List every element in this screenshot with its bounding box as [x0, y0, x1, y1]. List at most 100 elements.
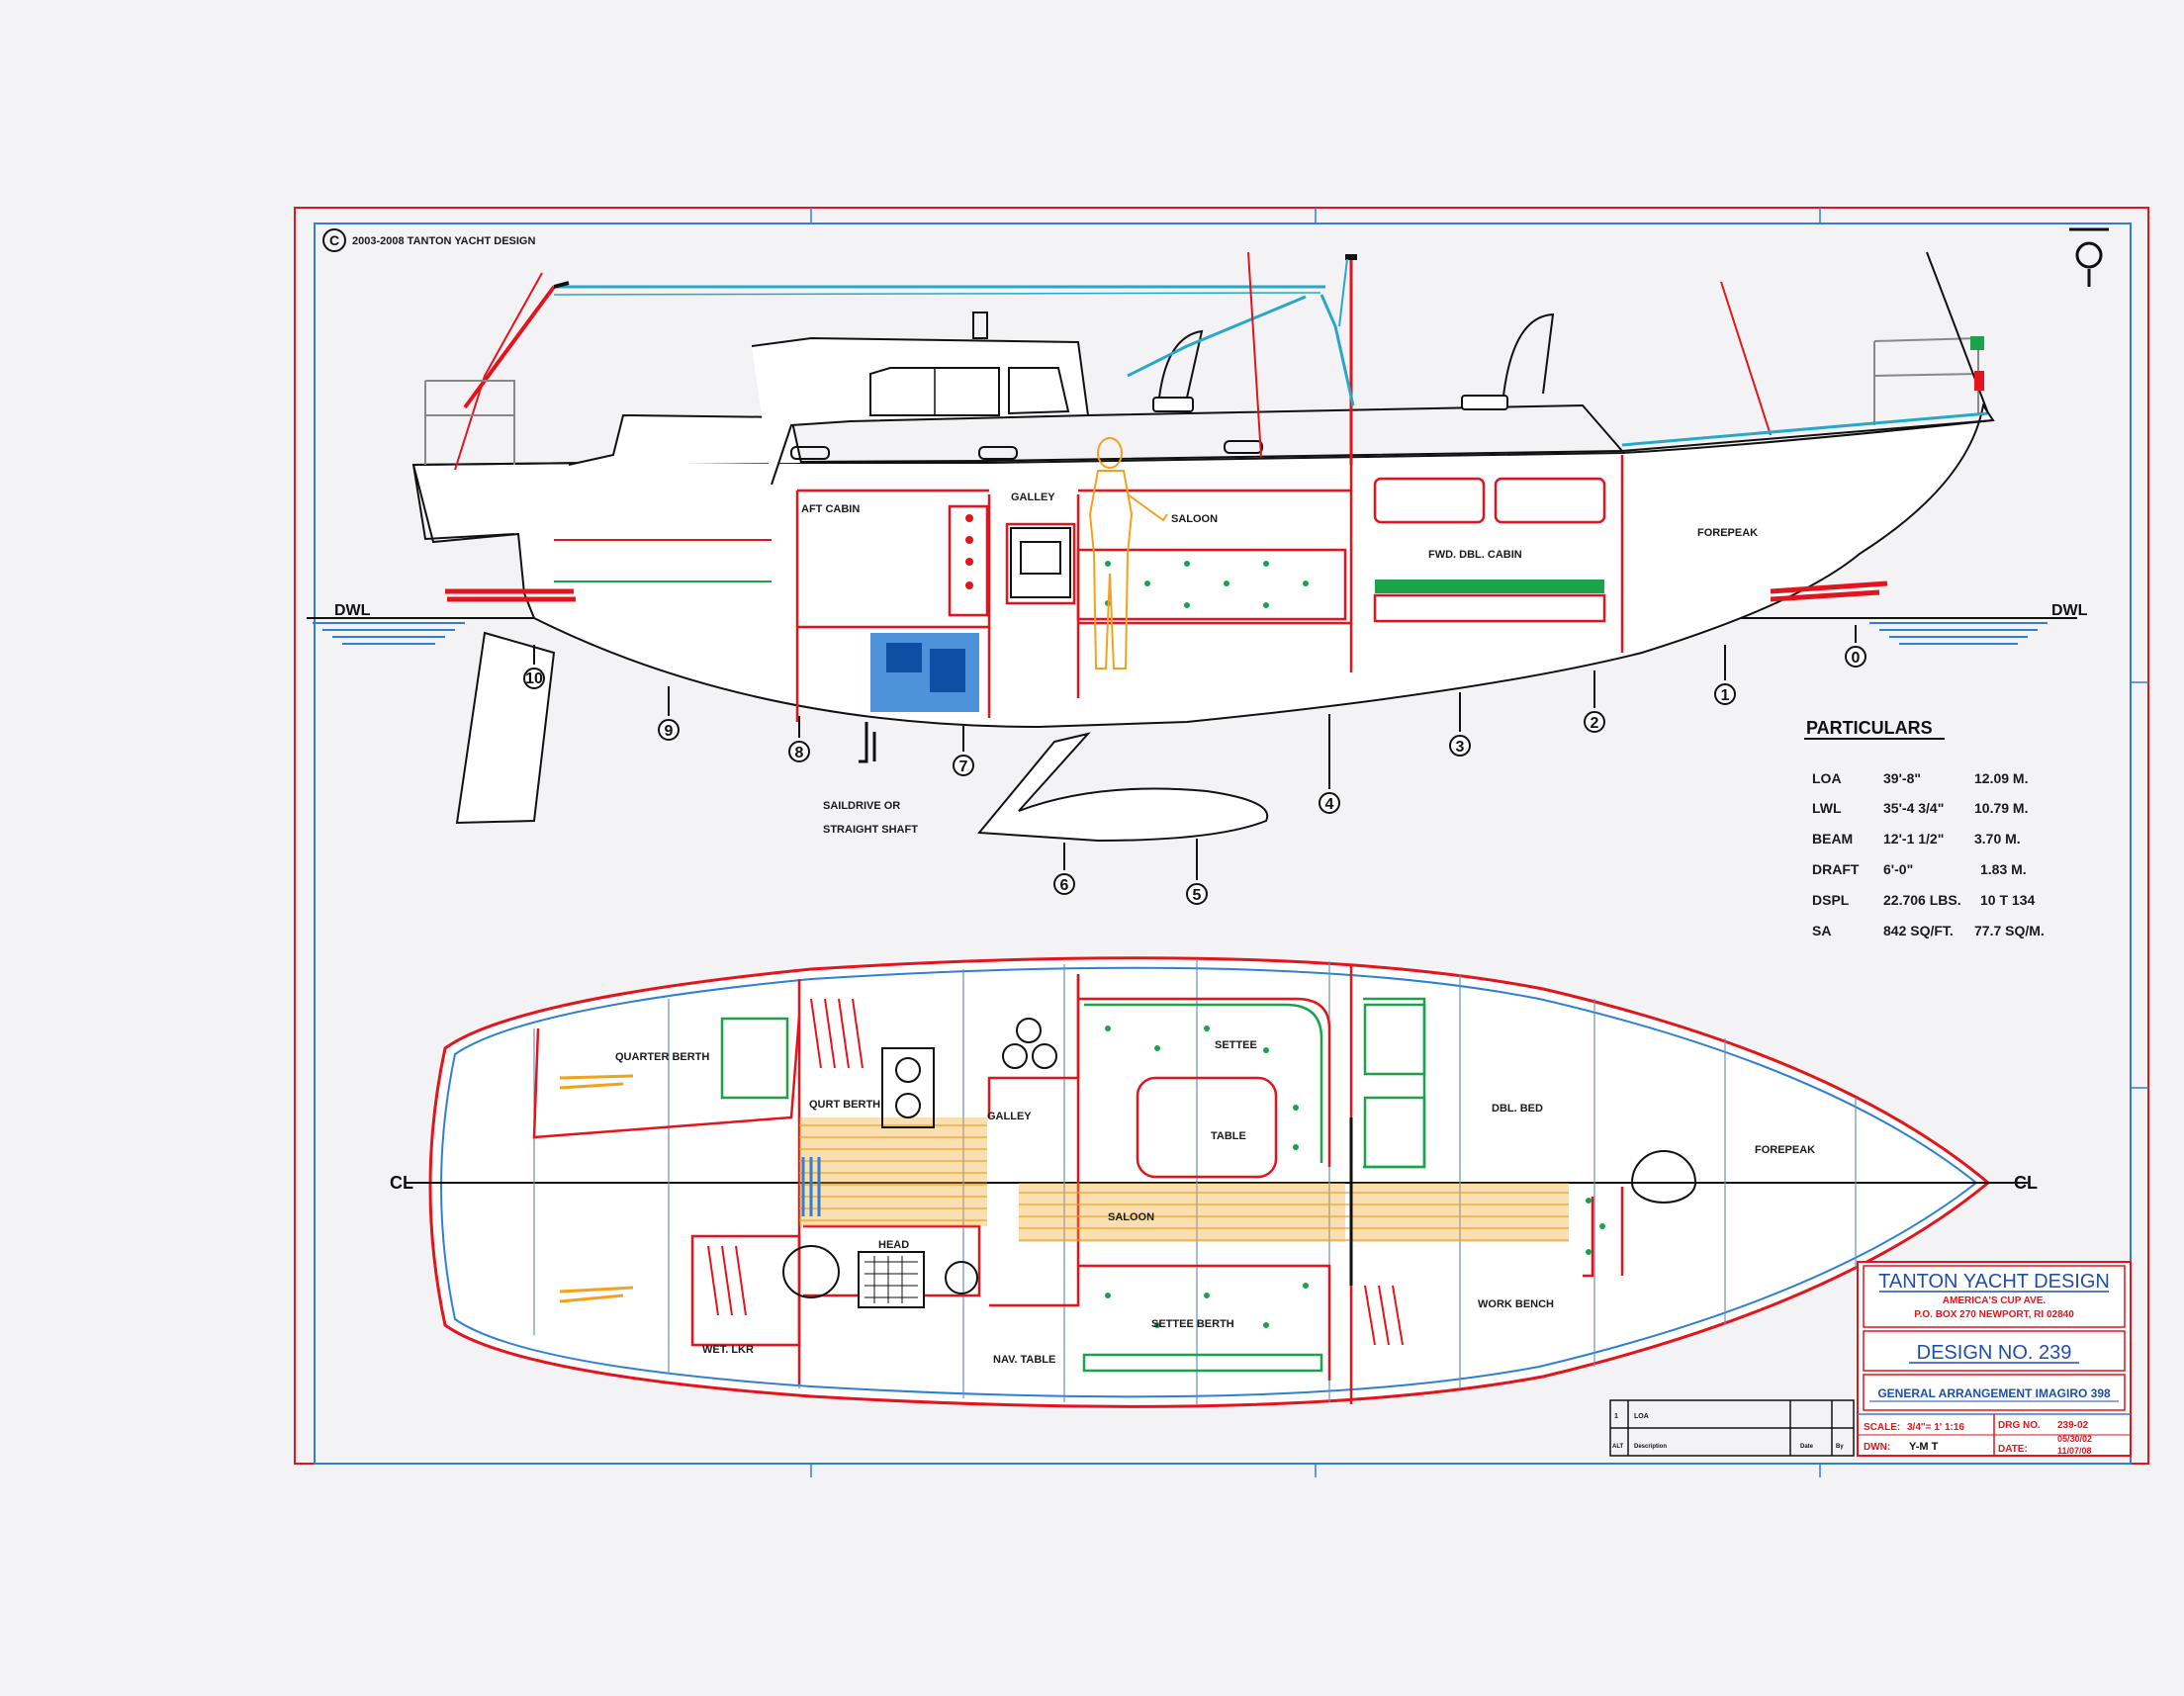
copyright-notice: C 2003-2008 TANTON YACHT DESIGN	[322, 228, 535, 252]
portlights	[790, 440, 1263, 460]
title-design-number: DESIGN NO. 239	[1917, 1342, 2072, 1364]
svg-text:12'-1 1/2": 12'-1 1/2"	[1883, 831, 1944, 847]
transom	[412, 464, 515, 541]
fwd-hatch	[1631, 1150, 1697, 1204]
particulars-row: LWL 35'-4 3/4" 10.79 M.	[1812, 800, 2028, 816]
svg-text:10 T 134: 10 T 134	[1980, 892, 2035, 908]
backstay	[454, 272, 543, 471]
label-saildrive-2: STRAIGHT SHAFT	[823, 824, 918, 836]
svg-text:39'-8": 39'-8"	[1883, 770, 1921, 786]
berth-markers	[559, 1074, 634, 1303]
label-table: TABLE	[1211, 1130, 1246, 1142]
station-marker	[1714, 683, 1736, 705]
svg-text:12.09 M.: 12.09 M.	[1974, 770, 2028, 786]
svg-text:10.79 M.: 10.79 M.	[1974, 800, 2028, 816]
title-drawing-number-label: DRG NO.	[1998, 1420, 2041, 1431]
interior-profile	[795, 455, 1624, 722]
boot-stripe	[445, 580, 1888, 602]
drawer-knobs	[965, 514, 973, 589]
revision-by-header: By	[1836, 1444, 1844, 1450]
dwl-label-fwd: DWL	[2051, 602, 2088, 619]
station-marker	[523, 668, 545, 689]
waterline-hatch-fwd	[1869, 622, 2048, 645]
title-drawing-number-value: 239-02	[2057, 1420, 2089, 1431]
label-wet-locker: WET. LKR	[702, 1344, 754, 1356]
label-saildrive-1: SAILDRIVE OR	[823, 800, 900, 812]
vang	[1320, 294, 1355, 406]
nav-light	[1970, 336, 1984, 350]
forestay	[1720, 281, 1772, 436]
engine-icon	[859, 633, 979, 763]
copyright-icon	[322, 228, 346, 252]
particulars-row: BEAM 12'-1 1/2" 3.70 M.	[1812, 831, 2021, 847]
svg-text:35'-4 3/4": 35'-4 3/4"	[1883, 800, 1944, 816]
svg-text:9: 9	[665, 723, 674, 740]
revision-block	[1609, 1399, 1855, 1457]
copyright-text: 2003-2008 TANTON YACHT DESIGN	[352, 235, 535, 247]
svg-text:C: C	[329, 232, 339, 248]
revision-date-header: Date	[1800, 1444, 1814, 1450]
plan-interior	[532, 964, 1624, 1404]
svg-text:8: 8	[795, 745, 804, 761]
teak-sole	[799, 1117, 1569, 1242]
svg-text:842 SQ/FT.: 842 SQ/FT.	[1883, 923, 1954, 938]
svg-text:1.83 M.: 1.83 M.	[1980, 861, 2027, 877]
title-scale-label: SCALE:	[1864, 1422, 1900, 1433]
station-markers	[523, 625, 1866, 905]
label-settee-berth: SETTEE BERTH	[1151, 1318, 1234, 1330]
title-date-1: 05/30/02	[2057, 1434, 2092, 1444]
centerline-mark-fwd: CL	[2014, 1173, 2038, 1193]
revision-number: 1	[1614, 1413, 1618, 1420]
label-saloon: SALOON	[1171, 513, 1218, 525]
label-qurt-berth: QURT BERTH	[809, 1099, 880, 1111]
svg-text:BEAM: BEAM	[1812, 831, 1853, 847]
svg-text:10: 10	[525, 670, 543, 687]
station-marker	[1449, 735, 1471, 757]
waterline-hatch-aft	[313, 622, 465, 645]
svg-text:0: 0	[1852, 650, 1861, 667]
revision-description: LOA	[1634, 1413, 1649, 1420]
label-plan-forepeak: FOREPEAK	[1755, 1144, 1815, 1156]
svg-text:2: 2	[1591, 715, 1599, 732]
svg-text:5: 5	[1193, 887, 1202, 904]
galley-stove-icon	[1010, 527, 1071, 598]
particulars-title: PARTICULARS	[1806, 718, 1933, 738]
deck-hatches	[1152, 312, 1555, 412]
title-drawn-value: Y-M T	[1909, 1441, 1939, 1453]
label-forepeak-profile: FOREPEAK	[1697, 527, 1758, 539]
svg-text:1: 1	[1721, 687, 1730, 704]
plan-view: CL CL	[390, 956, 2038, 1408]
cabin-trunk	[568, 413, 802, 466]
svg-text:DRAFT: DRAFT	[1812, 861, 1860, 877]
svg-text:LWL: LWL	[1812, 800, 1842, 816]
doghouse-window	[869, 367, 1000, 416]
lifeline	[1621, 411, 1989, 447]
locker-hatching	[707, 998, 1404, 1346]
dorade-vent	[972, 312, 988, 339]
station-marker	[1584, 711, 1605, 733]
deckhouse	[1087, 403, 1623, 452]
svg-text:LOA: LOA	[1812, 770, 1842, 786]
particulars-row: DSPL 22.706 LBS. 10 T 134	[1812, 892, 2035, 908]
label-galley: GALLEY	[1011, 491, 1055, 503]
label-plan-galley: GALLEY	[987, 1111, 1032, 1122]
title-address-line-2: P.O. BOX 270 NEWPORT, RI 02840	[1914, 1309, 2074, 1320]
station-marker	[1319, 792, 1340, 814]
title-firm-name: TANTON YACHT DESIGN	[1878, 1271, 2110, 1293]
particulars-row: DRAFT 6'-0" 1.83 M.	[1812, 861, 2027, 877]
label-head: HEAD	[878, 1239, 909, 1251]
particulars-table: PARTICULARS LOA 39'-8" 12.09 M. LWL 35'-…	[1804, 718, 2045, 938]
shower-grate	[864, 1256, 918, 1303]
galley-burners-icon	[881, 1018, 1057, 1128]
station-marker	[1845, 646, 1866, 668]
svg-text:77.7 SQ/M.: 77.7 SQ/M.	[1974, 923, 2045, 938]
revision-alt-label: ALT	[1612, 1444, 1624, 1450]
title-subject: GENERAL ARRANGEMENT IMAGIRO 398	[1877, 1386, 2111, 1400]
station-marker	[953, 755, 974, 776]
title-address-line-1: AMERICA'S CUP AVE.	[1943, 1295, 2047, 1306]
label-aft-cabin: AFT CABIN	[801, 503, 860, 515]
svg-text:3.70 M.: 3.70 M.	[1974, 831, 2021, 847]
border-ticks	[810, 208, 2148, 1477]
